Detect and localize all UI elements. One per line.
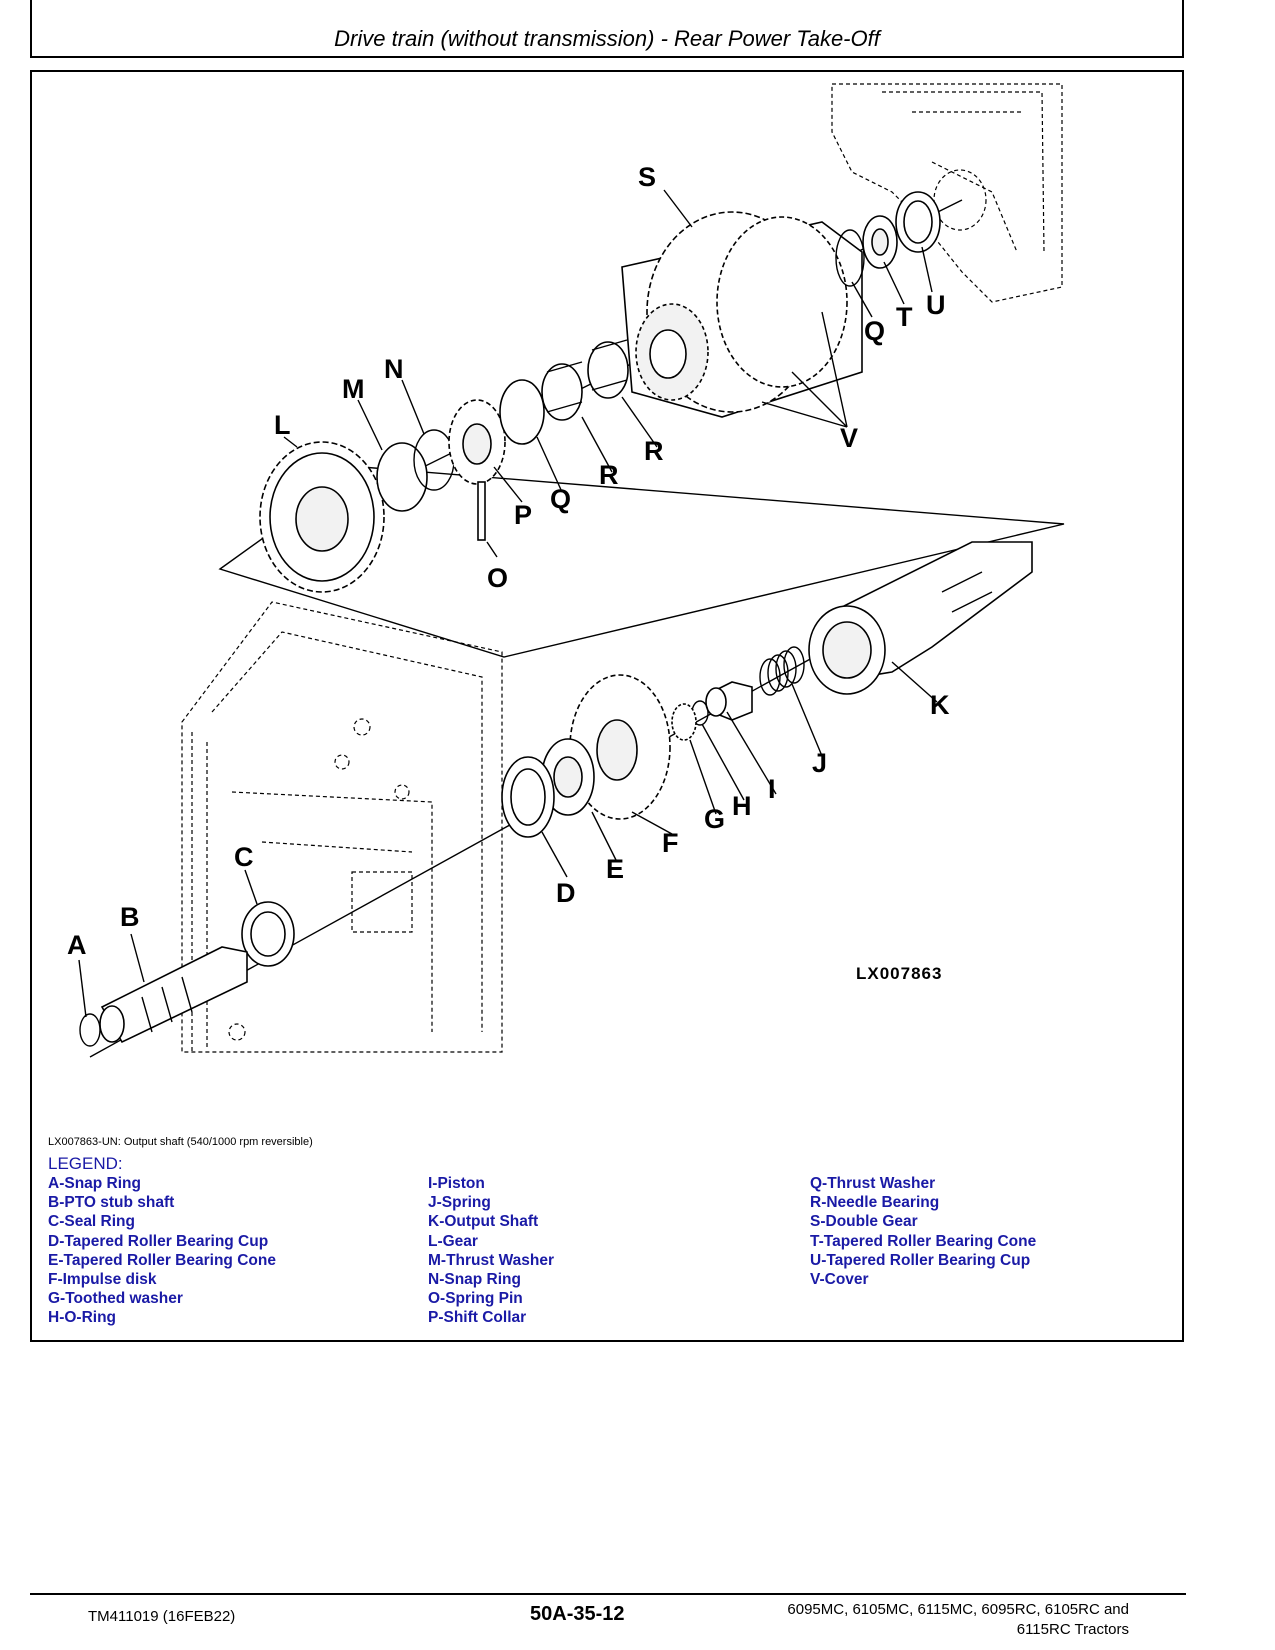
legend-item: O-Spring Pin	[428, 1290, 523, 1308]
output-shaft-K	[808, 541, 1033, 695]
callout-A: A	[67, 930, 87, 960]
bearing-cone-T	[862, 215, 898, 269]
impulse-disk-F	[569, 674, 671, 820]
legend-item: K-Output Shaft	[428, 1213, 539, 1231]
callout-R-lower: R	[599, 460, 619, 490]
upper-housing-outline	[831, 83, 1063, 303]
piston-I	[705, 681, 753, 721]
legend-item: I-Piston	[428, 1175, 485, 1192]
legend-item: D-Tapered Roller Bearing Cup	[48, 1232, 269, 1250]
legend-column-1: A-Snap Ring B-PTO stub shaft C-Seal Ring…	[48, 1174, 276, 1328]
legend-item: H-O-Ring	[48, 1309, 117, 1327]
callout-Q-lower: Q	[550, 484, 571, 514]
legend-item: U-Tapered Roller Bearing Cup	[810, 1251, 1031, 1269]
callout-J: J	[812, 748, 827, 778]
legend-column-3: Q-Thrust Washer R-Needle Bearing S-Doubl…	[810, 1174, 1036, 1289]
legend-item: B-PTO stub shaft	[48, 1194, 175, 1212]
legend-item: A-Snap Ring	[48, 1175, 141, 1192]
legend-item: L-Gear	[428, 1232, 478, 1250]
callout-D: D	[556, 878, 576, 908]
legend-item: E-Tapered Roller Bearing Cone	[48, 1251, 276, 1269]
callout-S: S	[638, 162, 656, 192]
legend-column-2: I-Piston J-Spring K-Output Shaft L-Gear …	[428, 1174, 554, 1328]
callout-G: G	[704, 804, 725, 834]
legend-item: T-Tapered Roller Bearing Cone	[810, 1232, 1037, 1250]
callout-I: I	[768, 774, 776, 804]
exploded-parts-diagram: A B C D E F G H I J K L M N O P Q R R S …	[67, 83, 1065, 1058]
footer-models-line-1: 6095MC, 6105MC, 6115MC, 6095RC, 6105RC a…	[787, 1601, 1129, 1618]
callout-K: K	[930, 690, 950, 720]
callout-C: C	[234, 842, 254, 872]
callout-L: L	[274, 410, 291, 440]
thrust-washer-Q-left	[499, 379, 545, 445]
legend-item: G-Toothed washer	[48, 1290, 183, 1308]
callout-O: O	[487, 563, 508, 593]
footer-page-number: 50A-35-12	[530, 1603, 625, 1625]
legend-item: F-Impulse disk	[48, 1271, 157, 1289]
needle-bearing-R-right	[587, 339, 629, 399]
page-title: Drive train (without transmission) - Rea…	[334, 26, 880, 51]
legend-item: P-Shift Collar	[428, 1309, 527, 1327]
callout-B: B	[120, 902, 140, 932]
shift-collar-P	[448, 399, 506, 485]
callout-F: F	[662, 828, 679, 858]
footer-doc-id: TM411019 (16FEB22)	[88, 1608, 236, 1625]
leader-lines	[78, 189, 938, 1018]
legend-item: R-Needle Bearing	[810, 1194, 940, 1212]
callout-Q-upper: Q	[864, 316, 885, 346]
bearing-cup-D	[501, 756, 555, 838]
spring-J	[759, 646, 805, 696]
callout-H: H	[732, 791, 752, 821]
bearing-cup-U	[895, 191, 941, 253]
footer-rule	[30, 1593, 1186, 1595]
legend-heading: LEGEND:	[48, 1154, 123, 1173]
legend-item: J-Spring	[428, 1194, 491, 1212]
callout-V: V	[840, 423, 858, 453]
callout-P: P	[514, 500, 532, 530]
page-header: Drive train (without transmission) - Rea…	[30, 0, 1184, 58]
thrust-washer-M	[376, 442, 428, 512]
footer-models-line-2: 6115RC Tractors	[1016, 1621, 1129, 1638]
needle-bearing-R-left	[541, 361, 583, 421]
pto-stub-shaft-B	[99, 946, 248, 1044]
figure-frame: A B C D E F G H I J K L M N O P Q R R S …	[30, 70, 1184, 1342]
callout-U: U	[926, 290, 946, 320]
toothed-washer-G	[671, 703, 697, 741]
legend-item: S-Double Gear	[810, 1213, 918, 1231]
legend-item: V-Cover	[810, 1271, 869, 1289]
double-gear-S	[621, 211, 863, 418]
callout-N: N	[384, 354, 404, 384]
figure-id: LX007863	[856, 964, 942, 983]
legend-item: C-Seal Ring	[48, 1213, 135, 1231]
figure-caption: LX007863-UN: Output shaft (540/1000 rpm …	[48, 1136, 313, 1148]
seal-ring-C	[241, 901, 295, 967]
callout-E: E	[606, 854, 624, 884]
footer-models: 6095MC, 6105MC, 6115MC, 6095RC, 6105RC a…	[709, 1600, 1129, 1640]
legend-item: Q-Thrust Washer	[810, 1175, 936, 1192]
legend-item: M-Thrust Washer	[428, 1251, 555, 1269]
callout-M: M	[342, 374, 365, 404]
callout-T: T	[896, 302, 913, 332]
gear-L	[259, 441, 385, 593]
thrust-washer-Q-right	[835, 229, 865, 287]
snap-ring-A	[79, 1013, 101, 1047]
callout-R-upper: R	[644, 436, 664, 466]
spring-pin-O	[477, 481, 486, 541]
legend-item: N-Snap Ring	[428, 1271, 521, 1289]
